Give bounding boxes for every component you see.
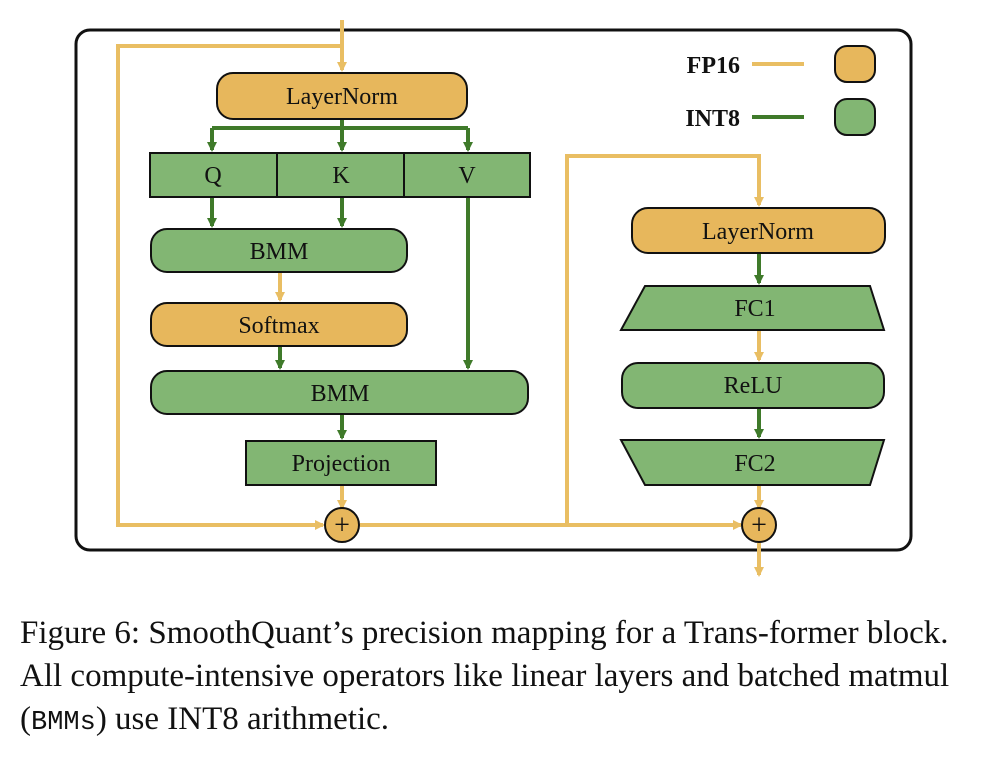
fc1-label: FC1 xyxy=(734,296,775,322)
softmax-block xyxy=(150,302,408,347)
residual-add-1 xyxy=(324,507,360,543)
ffn-layernorm-block xyxy=(631,207,886,254)
bmm-block-1 xyxy=(150,228,408,273)
relu-label: ReLU xyxy=(724,373,783,399)
legend-fp16-swatch xyxy=(834,45,876,83)
fc2-label: FC2 xyxy=(734,451,775,477)
add-symbol-2: + xyxy=(751,510,767,541)
legend-int8-swatch xyxy=(834,98,876,136)
caption-text-2: ) use INT8 arithmetic. xyxy=(95,701,390,737)
k-block xyxy=(276,152,405,198)
caption-code-bmms: BMMs xyxy=(31,708,96,738)
q-block xyxy=(149,152,278,198)
residual-connection-1 xyxy=(116,44,342,530)
ffn-branch: LayerNorm FC1 ReLU FC2 + xyxy=(619,207,886,543)
bmm-label-1: BMM xyxy=(250,239,309,265)
add-symbol-1: + xyxy=(334,510,350,541)
precision-mapping-diagram: FP16 INT8 LayerNorm Q K V BMM Softmax BM… xyxy=(74,20,913,577)
k-label: K xyxy=(332,163,350,189)
residual-connection-2 xyxy=(565,154,764,525)
fc2-block xyxy=(619,439,886,486)
projection-label: Projection xyxy=(292,451,391,477)
transformer-block-frame xyxy=(74,28,913,552)
v-label: V xyxy=(458,163,476,189)
figure-caption: Figure 6: SmoothQuant’s precision mappin… xyxy=(20,612,970,745)
projection-block xyxy=(245,440,437,486)
ffn-layernorm-label: LayerNorm xyxy=(702,219,814,245)
legend: FP16 INT8 xyxy=(685,45,876,136)
relu-block xyxy=(621,362,885,409)
attention-layernorm-block xyxy=(216,72,468,120)
legend-int8-label: INT8 xyxy=(685,106,740,132)
softmax-label: Softmax xyxy=(238,313,319,339)
q-label: Q xyxy=(204,163,221,189)
v-block xyxy=(403,152,531,198)
fc1-block xyxy=(619,285,886,331)
bmm-block-2 xyxy=(150,370,529,415)
legend-fp16-label: FP16 xyxy=(687,53,740,79)
attention-layernorm-label: LayerNorm xyxy=(286,84,398,110)
attention-branch: LayerNorm Q K V BMM Softmax BMM Projecti… xyxy=(149,72,531,543)
residual-add-2 xyxy=(741,507,777,543)
caption-text-1: Figure 6: SmoothQuant’s precision mappin… xyxy=(20,615,950,737)
bmm-label-2: BMM xyxy=(311,381,370,407)
